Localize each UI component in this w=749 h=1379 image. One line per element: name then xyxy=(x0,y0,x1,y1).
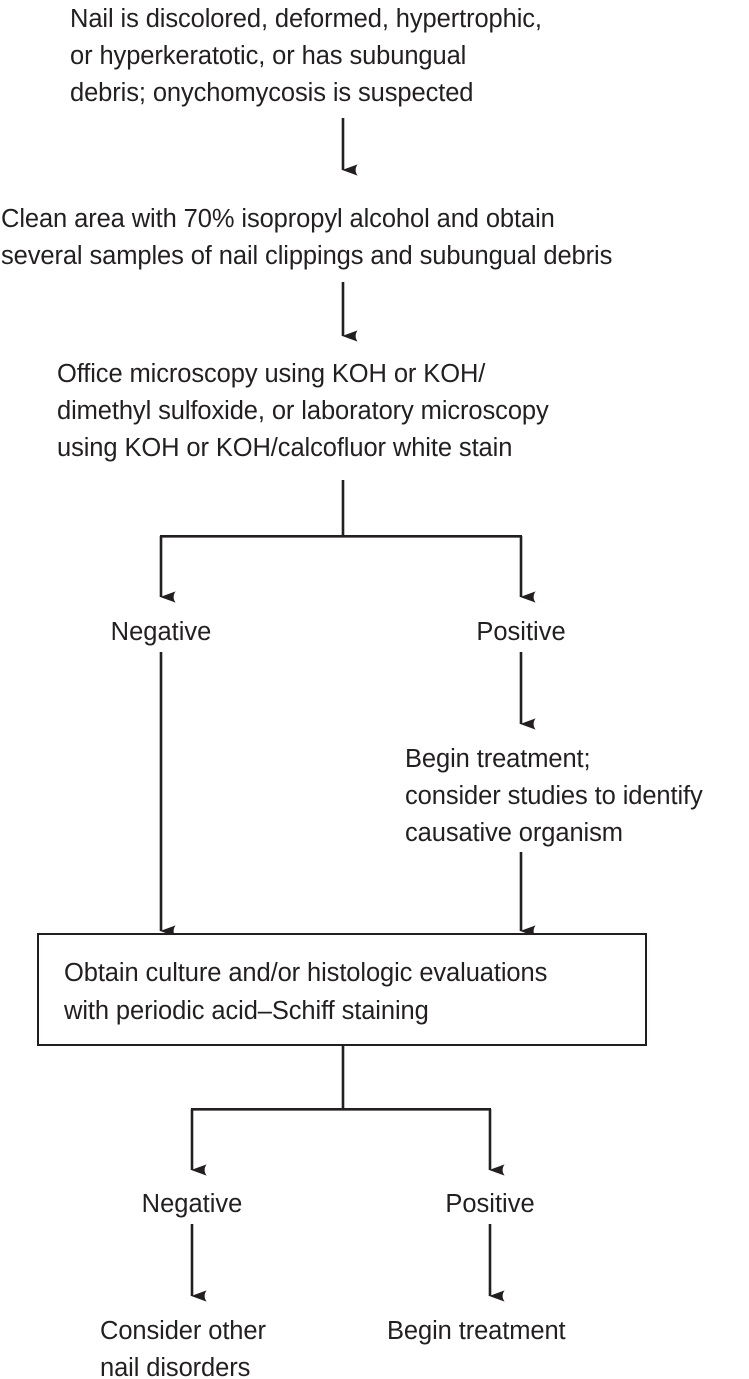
node-specimen-collection-line-1: Clean area with 70% isopropyl alcohol an… xyxy=(1,205,555,233)
node-clinical-presentation-line-1: Nail is discolored, deformed, hypertroph… xyxy=(70,5,542,33)
node-clinical-presentation-line-2: or hyperkeratotic, or has subungual xyxy=(70,42,467,70)
node-microscopy-positive: Positive xyxy=(476,618,566,646)
node-microscopy-line-1: Office microscopy using KOH or KOH/ xyxy=(57,360,486,388)
node-culture-histology-line-1: Obtain culture and/or histologic evaluat… xyxy=(64,959,548,987)
node-consider-other-disorders-line-2: nail disorders xyxy=(100,1354,251,1379)
node-microscopy-line-3: using KOH or KOH/calcofluor white stain xyxy=(57,434,513,462)
node-begin-treatment-identify-line-2: consider studies to identify xyxy=(405,782,703,810)
node-culture-histology-line-2: with periodic acid–Schiff staining xyxy=(64,996,429,1025)
node-begin-treatment-identify-line-3: causative organism xyxy=(405,819,623,847)
node-begin-treatment-identify-line-1: Begin treatment; xyxy=(405,745,591,773)
node-consider-other-disorders-line-1: Consider other xyxy=(100,1317,266,1345)
node-culture-positive: Positive xyxy=(445,1190,535,1218)
node-culture-negative: Negative xyxy=(141,1190,243,1218)
node-culture-histology-box: Obtain culture and/or histologic evaluat… xyxy=(37,933,647,1046)
node-begin-treatment-final: Begin treatment xyxy=(387,1317,566,1345)
node-clinical-presentation-line-3: debris; onychomycosis is suspected xyxy=(70,79,474,107)
node-microscopy-line-2: dimethyl sulfoxide, or laboratory micros… xyxy=(57,397,549,425)
node-specimen-collection-line-2: several samples of nail clippings and su… xyxy=(1,242,613,270)
node-microscopy-negative: Negative xyxy=(110,618,212,646)
